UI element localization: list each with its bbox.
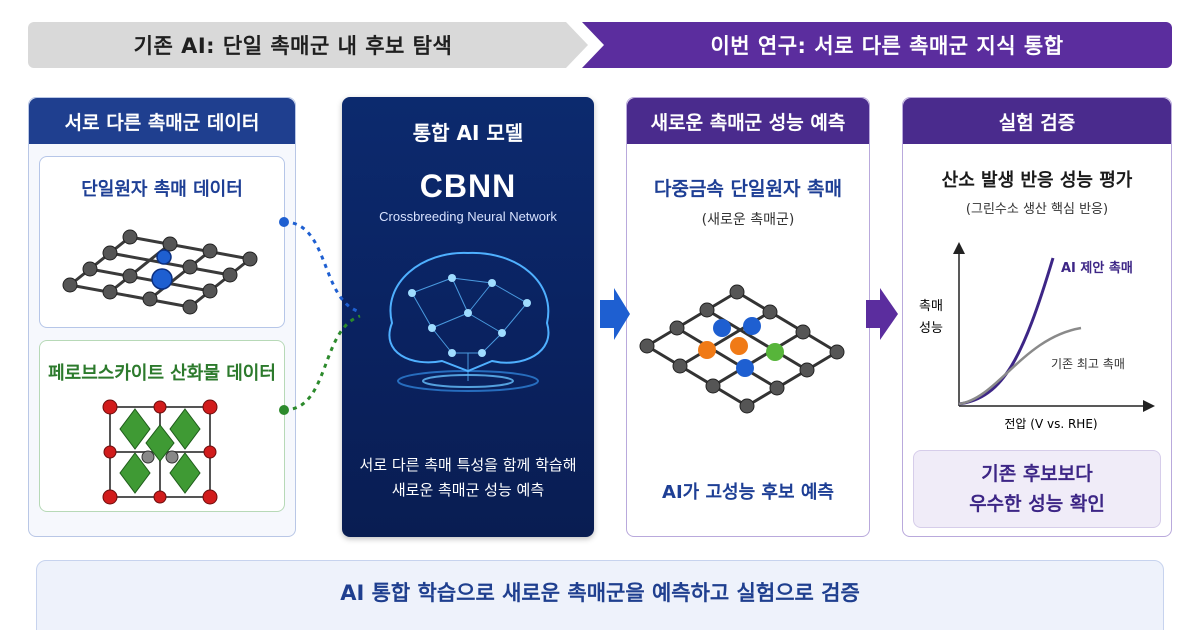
ai-catalyst-curve bbox=[958, 257, 1055, 406]
performance-plot: 촉매 성능 전압 (V vs. RHE) AI 제안 촉매 기존 최고 촉매 bbox=[919, 242, 1155, 431]
perovskite-data-title: 페로브스카이트 산화물 데이터 bbox=[48, 363, 276, 384]
model-fullname: Crossbreeding Neural Network bbox=[379, 209, 557, 224]
prediction-panel-header: 새로운 촉매군 성능 예측 bbox=[627, 98, 869, 144]
banner-this-study-text: 이번 연구: 서로 다른 촉매군 지식 통합 bbox=[710, 34, 1064, 58]
plot-xlabel: 전압 (V vs. RHE) bbox=[1004, 417, 1097, 431]
single-atom-data-card: 단일원자 촉매 데이터 bbox=[39, 156, 285, 328]
model-panel: 통합 AI 모델 CBNN Crossbreeding Neural Netwo… bbox=[342, 97, 594, 537]
model-panel-title: 통합 AI 모델 bbox=[412, 121, 524, 145]
best-catalyst-curve bbox=[958, 326, 1082, 406]
prediction-subtitle: (새로운 촉매군) bbox=[701, 212, 795, 228]
validation-subtitle: (그린수소 생산 핵심 반응) bbox=[965, 202, 1109, 217]
validation-title: 산소 발생 반응 성능 평가 bbox=[941, 170, 1133, 191]
perovskite-crystal-icon bbox=[102, 399, 218, 505]
validation-result-line1: 기존 후보보다 bbox=[981, 463, 1093, 485]
single-atom-lattice-icon bbox=[62, 229, 258, 315]
validation-panel-header-text: 실험 검증 bbox=[998, 111, 1076, 134]
best-catalyst-label: 기존 최고 촉매 bbox=[1051, 357, 1125, 371]
neural-brain-icon bbox=[388, 251, 550, 392]
single-atom-data-title: 단일원자 촉매 데이터 bbox=[81, 179, 243, 200]
plot-ylabel-1: 촉매 bbox=[919, 299, 943, 314]
model-name: CBNN bbox=[419, 168, 517, 204]
data-panel: 서로 다른 촉매군 데이터 단일원자 촉매 데이터 페로브스카이트 산화물 데이… bbox=[28, 97, 296, 537]
ai-catalyst-label: AI 제안 촉매 bbox=[1061, 260, 1133, 276]
validation-panel-header: 실험 검증 bbox=[903, 98, 1171, 144]
perovskite-data-card: 페로브스카이트 산화물 데이터 bbox=[39, 340, 285, 512]
validation-result-box: 기존 후보보다 우수한 성능 확인 bbox=[913, 450, 1161, 528]
model-description: 서로 다른 촉매 특성을 함께 학습해 새로운 촉매군 성능 예측 bbox=[342, 453, 594, 503]
prediction-panel: 새로운 촉매군 성능 예측 다중금속 단일원자 촉매 (새로운 촉매군) AI가… bbox=[626, 97, 870, 537]
data-panel-header-text: 서로 다른 촉매군 데이터 bbox=[64, 111, 260, 134]
validation-result-line2: 우수한 성능 확인 bbox=[969, 493, 1105, 515]
plot-ylabel-2: 성능 bbox=[919, 321, 943, 336]
model-desc-line1: 서로 다른 촉매 특성을 함께 학습해 bbox=[359, 456, 577, 474]
banner-existing-ai: 기존 AI: 단일 촉매군 내 후보 탐색 bbox=[28, 22, 588, 68]
validation-panel: 실험 검증 산소 발생 반응 성능 평가 (그린수소 생산 핵심 반응) 촉매 … bbox=[902, 97, 1172, 537]
banner-existing-ai-text: 기존 AI: 단일 촉매군 내 후보 탐색 bbox=[133, 34, 453, 58]
banner-this-study: 이번 연구: 서로 다른 촉매군 지식 통합 bbox=[582, 22, 1172, 68]
prediction-title: 다중금속 단일원자 촉매 bbox=[653, 178, 843, 200]
data-panel-header: 서로 다른 촉매군 데이터 bbox=[29, 98, 295, 144]
multimetal-lattice-icon bbox=[639, 284, 845, 414]
summary-text: AI 통합 학습으로 새로운 촉매군을 예측하고 실험으로 검증 bbox=[340, 581, 860, 605]
model-desc-line2: 새로운 촉매군 성능 예측 bbox=[391, 481, 545, 499]
summary-banner: AI 통합 학습으로 새로운 촉매군을 예측하고 실험으로 검증 bbox=[36, 560, 1164, 630]
prediction-footer: AI가 고성능 후보 예측 bbox=[662, 482, 834, 503]
prediction-panel-header-text: 새로운 촉매군 성능 예측 bbox=[650, 111, 846, 134]
